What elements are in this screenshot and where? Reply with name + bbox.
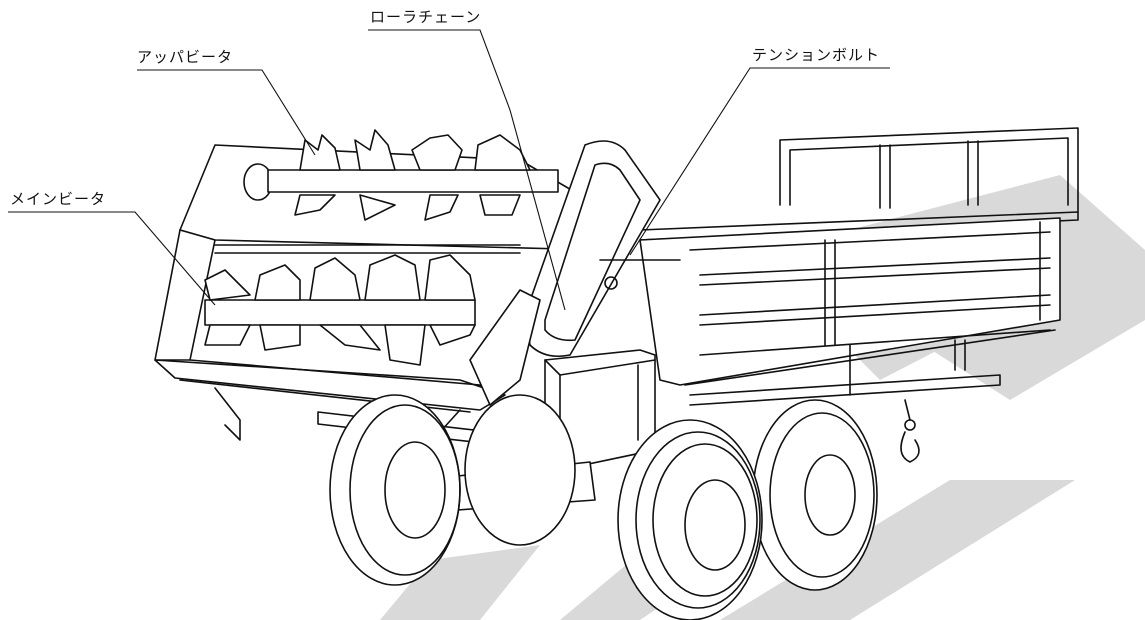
main-beater [204, 254, 476, 366]
hitch-hook [900, 399, 920, 463]
label-upper-beater: アッパビータ [137, 48, 234, 66]
wheel-front-right [617, 399, 878, 620]
label-roller-chain: ローラチェーン [370, 8, 482, 26]
wheel-rear-left [329, 394, 576, 586]
label-main-beater: メインビータ [10, 190, 107, 208]
chain-case [469, 140, 681, 406]
label-tension-bolt: テンションボルト [752, 46, 881, 64]
upper-beater [243, 129, 559, 221]
leader-lines [8, 29, 890, 311]
side-body [639, 217, 1061, 406]
